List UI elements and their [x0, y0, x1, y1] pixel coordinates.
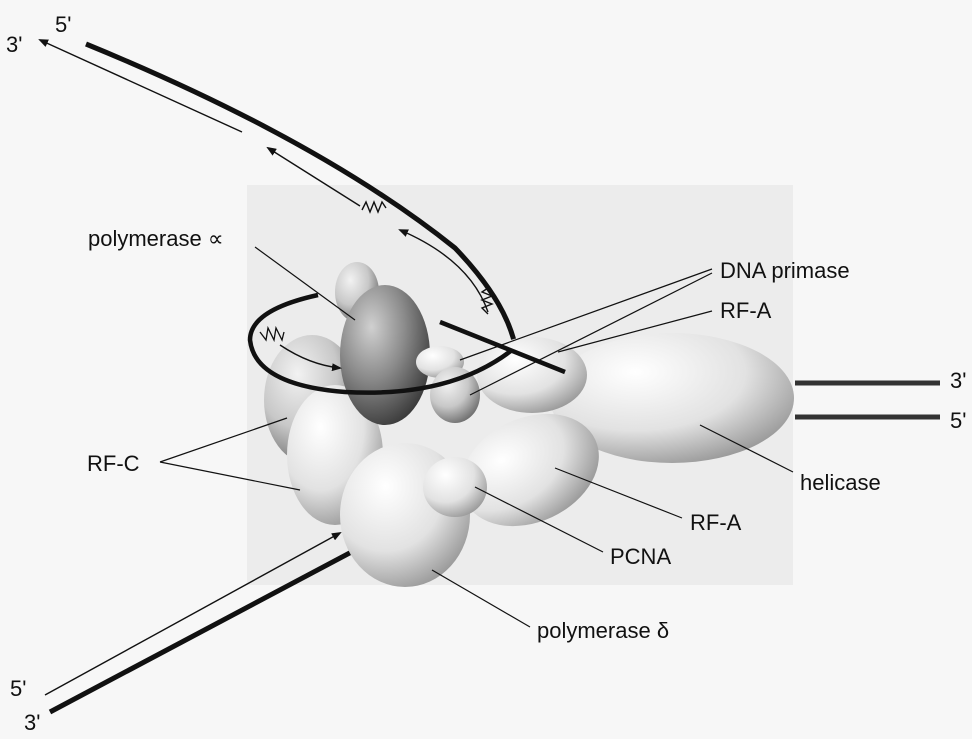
strand-end-bottom-left-5: 5': [10, 678, 26, 700]
label-dna-primase: DNA primase: [720, 260, 850, 282]
label-polymerase-delta: polymerase δ: [537, 620, 669, 642]
polymerase-alpha-shape: [340, 285, 430, 425]
strand-end-bottom-left-3: 3': [24, 712, 40, 734]
label-rf-a-bottom: RF-A: [690, 512, 741, 534]
strand-end-right-3: 3': [950, 370, 966, 392]
new-strand-bottom-arrow: [45, 533, 340, 695]
label-polymerase-alpha: polymerase ∝: [88, 228, 224, 250]
label-rf-a-top: RF-A: [720, 300, 771, 322]
strand-end-right-5: 5': [950, 410, 966, 432]
strand-end-top-left-5: 5': [55, 14, 71, 36]
label-helicase: helicase: [800, 472, 881, 494]
strand-end-top-left-3: 3': [6, 34, 22, 56]
pcna-shape: [423, 457, 487, 517]
label-rf-c: RF-C: [87, 453, 140, 475]
label-pcna: PCNA: [610, 546, 671, 568]
new-strand-top-arrow: [40, 40, 242, 132]
